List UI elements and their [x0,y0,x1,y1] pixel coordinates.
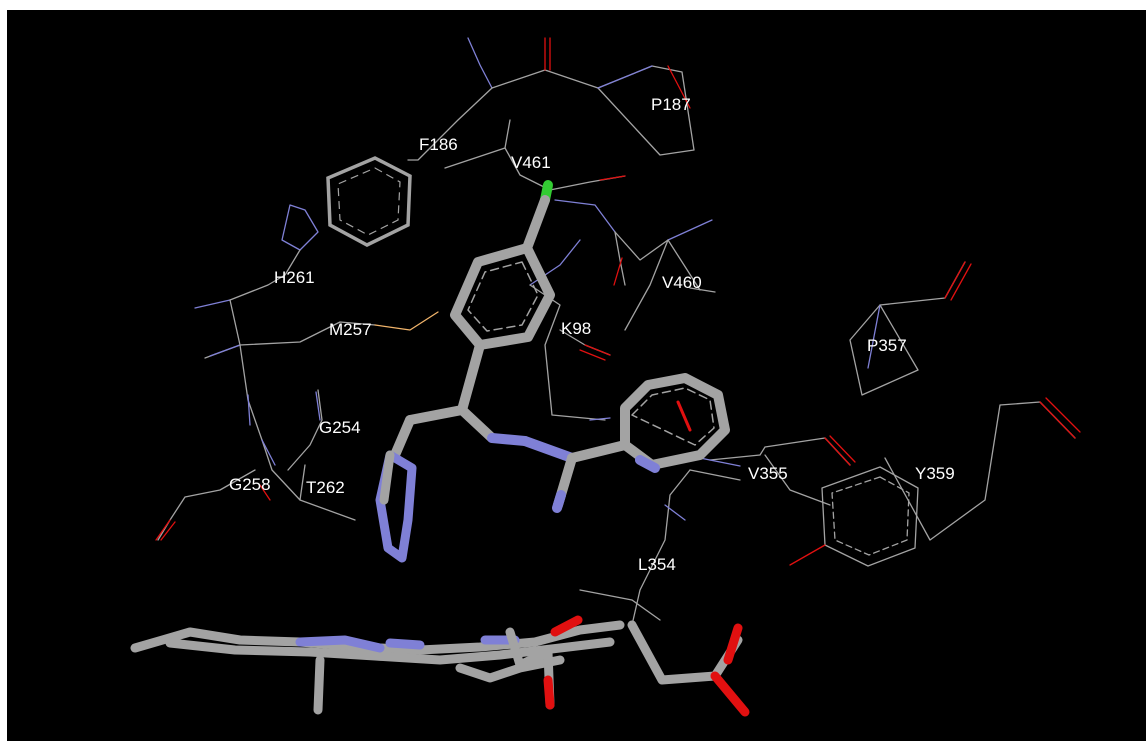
residue-g254-wire [155,389,356,541]
label-f186: F186 [419,135,458,154]
label-y359: Y359 [915,464,955,483]
molecule-viewer[interactable]: P187 F186 V461 H261 V460 M257 K98 P357 G… [7,10,1146,741]
molecular-scene: P187 F186 V461 H261 V460 M257 K98 P357 G… [130,37,1081,717]
label-h261: H261 [274,268,315,287]
heme-group [130,615,750,717]
label-m257: M257 [329,320,372,339]
label-g254: G254 [319,418,361,437]
label-g258: G258 [229,475,271,494]
label-p187: P187 [651,95,691,114]
label-l354: L354 [638,555,676,574]
residue-p357-wire [849,261,972,396]
residue-y359-wire [789,397,1081,567]
ligand [375,180,730,563]
residue-m257-wire [239,311,439,441]
residue-v460-wire [613,219,716,331]
label-v460: V460 [662,273,702,292]
residue-labels: P187 F186 V461 H261 V460 M257 K98 P357 G… [229,95,955,574]
residue-p187-wire [427,37,695,156]
residue-l354-wire [579,469,741,626]
label-k98: K98 [561,319,591,338]
protein-residues [155,37,1081,626]
residue-f186-ring [326,156,412,247]
label-t262: T262 [306,478,345,497]
residue-v461-wire [444,119,669,261]
residue-f186-wire [407,149,429,161]
label-v461: V461 [511,153,551,172]
label-p357: P357 [867,336,907,355]
residue-v355-wire [699,435,856,506]
label-v355: V355 [748,464,788,483]
